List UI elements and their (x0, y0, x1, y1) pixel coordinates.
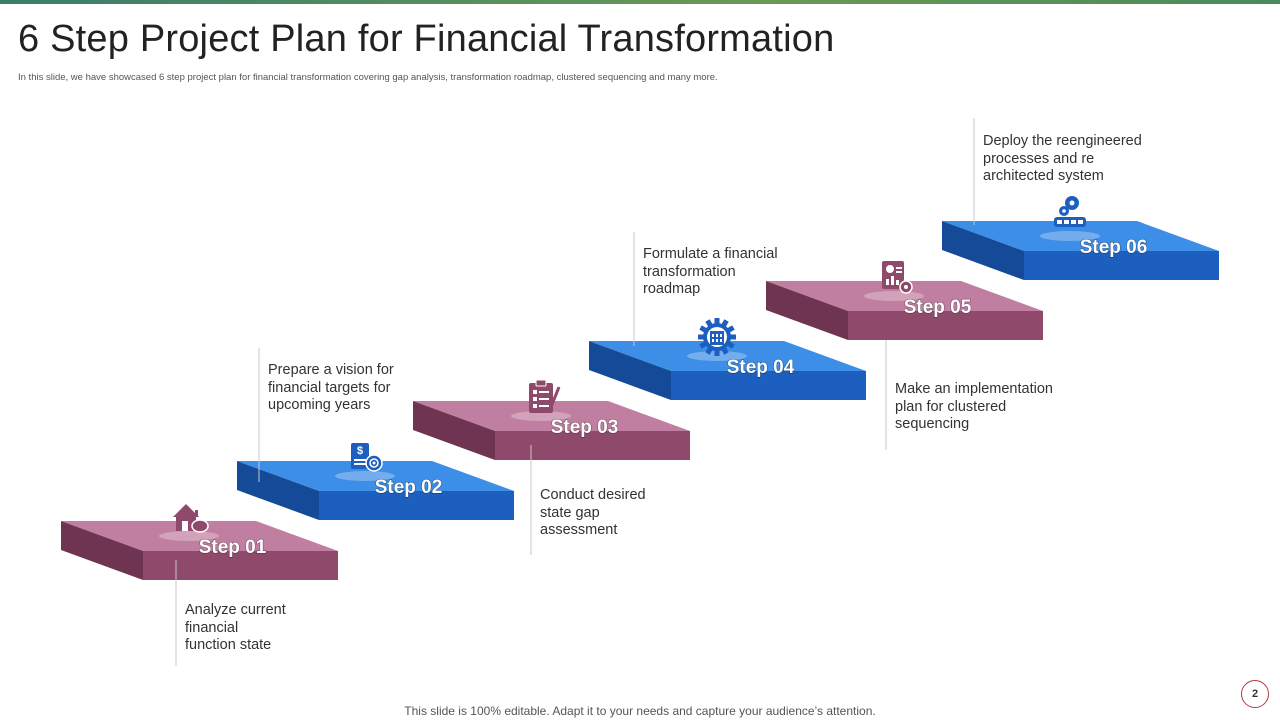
top-accent-bar (0, 0, 1280, 4)
description-line: Conduct desired (540, 487, 646, 503)
description-line: Make an implementation (895, 381, 1053, 397)
house-piggy-bank-icon (173, 504, 209, 533)
report-chart-gear-icon (882, 261, 913, 294)
page-title: 6 Step Project Plan for Financial Transf… (18, 18, 835, 60)
slab-top-face (766, 281, 1043, 311)
description-line: assessment (540, 522, 618, 538)
step-label: Step 02 (375, 477, 443, 498)
step-slab-6: Step 06 (942, 196, 1219, 280)
step-label: Step 05 (904, 297, 972, 318)
icon-highlight (511, 411, 571, 421)
step-label: Step 03 (551, 417, 619, 438)
description-line: upcoming years (268, 397, 371, 413)
slab-top-face (413, 401, 690, 431)
description-line: transformation (643, 263, 736, 280)
icon-highlight (159, 531, 219, 541)
description-line: architected system (983, 168, 1104, 184)
svg-text:$: $ (357, 445, 363, 457)
page-number: 2 (1241, 680, 1269, 708)
step-slab-4: Step 04 (589, 318, 866, 400)
description-line: Analyze current (185, 602, 286, 618)
step-slab-3: Step 03 (413, 379, 690, 460)
description-line: processes and re (983, 150, 1095, 167)
step-label: Step 01 (199, 537, 267, 558)
icon-highlight (1040, 231, 1100, 241)
footer-note: This slide is 100% editable. Adapt it to… (404, 704, 876, 718)
step-slab-5: Step 05 (766, 261, 1043, 340)
slab-side-face (942, 221, 1024, 280)
slab-front-face (848, 311, 1043, 340)
step-slab-2: $ Step 02 (237, 443, 514, 520)
slab-top-face (589, 341, 866, 371)
description-line: Prepare a vision for (268, 362, 394, 378)
slab-side-face (61, 521, 143, 580)
page-subtitle: In this slide, we have showcased 6 step … (18, 72, 718, 83)
step-slab-1: Step 01 (61, 504, 338, 580)
slab-side-face (589, 341, 671, 400)
slab-front-face (319, 491, 514, 520)
slab-front-face (671, 371, 866, 400)
description-line: roadmap (643, 281, 701, 297)
slab-side-face (766, 281, 848, 340)
slab-top-face (942, 221, 1219, 251)
icon-highlight (335, 471, 395, 481)
description-line: Deploy the reengineered (983, 133, 1142, 149)
description-line: function state (185, 637, 272, 653)
description-line: sequencing (895, 416, 970, 432)
gears-cloud-system-icon (1054, 196, 1086, 227)
gear-building-icon (698, 318, 736, 356)
step-label: Step 04 (727, 357, 795, 378)
slab-top-face (61, 521, 338, 551)
description-line: financial (185, 619, 239, 636)
dollar-document-target-icon: $ (351, 443, 383, 472)
description-line: plan for clustered (895, 398, 1007, 415)
slab-side-face (237, 461, 319, 520)
icon-highlight (864, 291, 924, 301)
description-line: Formulate a financial (643, 246, 778, 262)
description-line: financial targets for (268, 379, 391, 396)
slab-front-face (495, 431, 690, 460)
step-label: Step 06 (1080, 237, 1148, 258)
clipboard-checklist-icon (529, 379, 561, 413)
description-line: state gap (540, 504, 600, 521)
slab-front-face (1024, 251, 1219, 280)
slab-side-face (413, 401, 495, 460)
slab-top-face (237, 461, 514, 491)
